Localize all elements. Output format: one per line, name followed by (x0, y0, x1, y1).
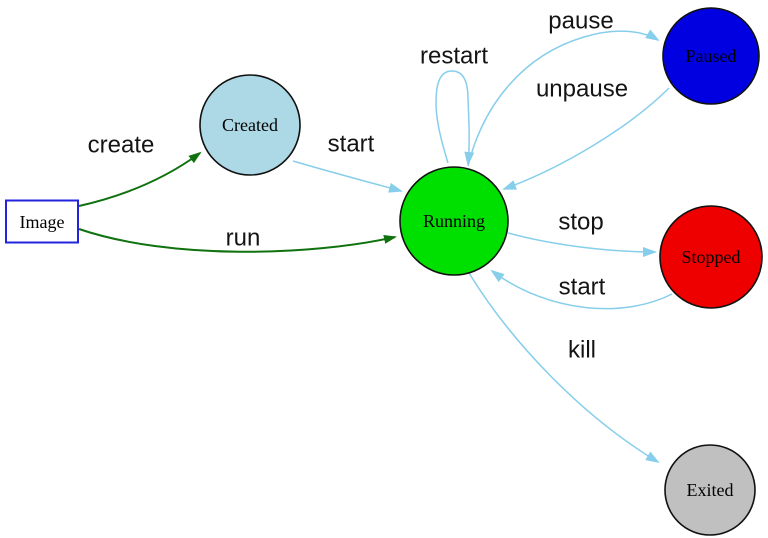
edge-run-line (78, 228, 397, 253)
image-node-box (5, 199, 79, 244)
stopped-node-circle (659, 205, 763, 309)
edge-label-kill: kill (568, 337, 596, 364)
image-node-label: Image (20, 212, 65, 232)
exited-node-label: Exited (687, 480, 734, 500)
edge-start-stopped-running-line (490, 269, 673, 310)
edge-label-stop: stop (558, 209, 603, 236)
paused-node-label: Paused (686, 46, 737, 66)
edge-label-start-stopped-running: start (559, 274, 606, 301)
edge-stop-line (507, 232, 657, 257)
edge-label-unpause: unpause (536, 76, 628, 103)
edge-label-restart: restart (420, 43, 488, 70)
node-created: Created (199, 74, 301, 176)
edge-create-line (78, 151, 202, 207)
paused-node-circle (662, 7, 760, 105)
node-stopped: Stopped (659, 205, 763, 309)
running-node-circle (399, 166, 509, 276)
edge-label-run: run (226, 225, 261, 252)
created-node-circle (199, 74, 301, 176)
edges-layer (78, 29, 673, 464)
edge-unpause-line (502, 87, 670, 190)
edge-restart-loop-line (435, 70, 475, 166)
node-paused: Paused (662, 7, 760, 105)
stopped-node-label: Stopped (681, 247, 740, 267)
node-running: Running (399, 166, 509, 276)
edge-labels-layer: create run start restart pause unpause s… (88, 8, 628, 364)
node-image: Image (5, 199, 79, 244)
exited-node-circle (664, 444, 756, 536)
running-node-label: Running (423, 211, 485, 231)
edge-label-pause: pause (548, 8, 613, 35)
node-exited: Exited (664, 444, 756, 536)
edge-start-created-running-line (292, 160, 403, 193)
edge-label-create: create (88, 132, 155, 159)
nodes-layer: Image Created Running Paused Stopped Exi (5, 7, 763, 536)
edge-kill-line (468, 272, 660, 464)
created-node-label: Created (222, 115, 278, 135)
edge-label-start-created-running: start (328, 131, 375, 158)
edge-pause-line (467, 29, 660, 167)
